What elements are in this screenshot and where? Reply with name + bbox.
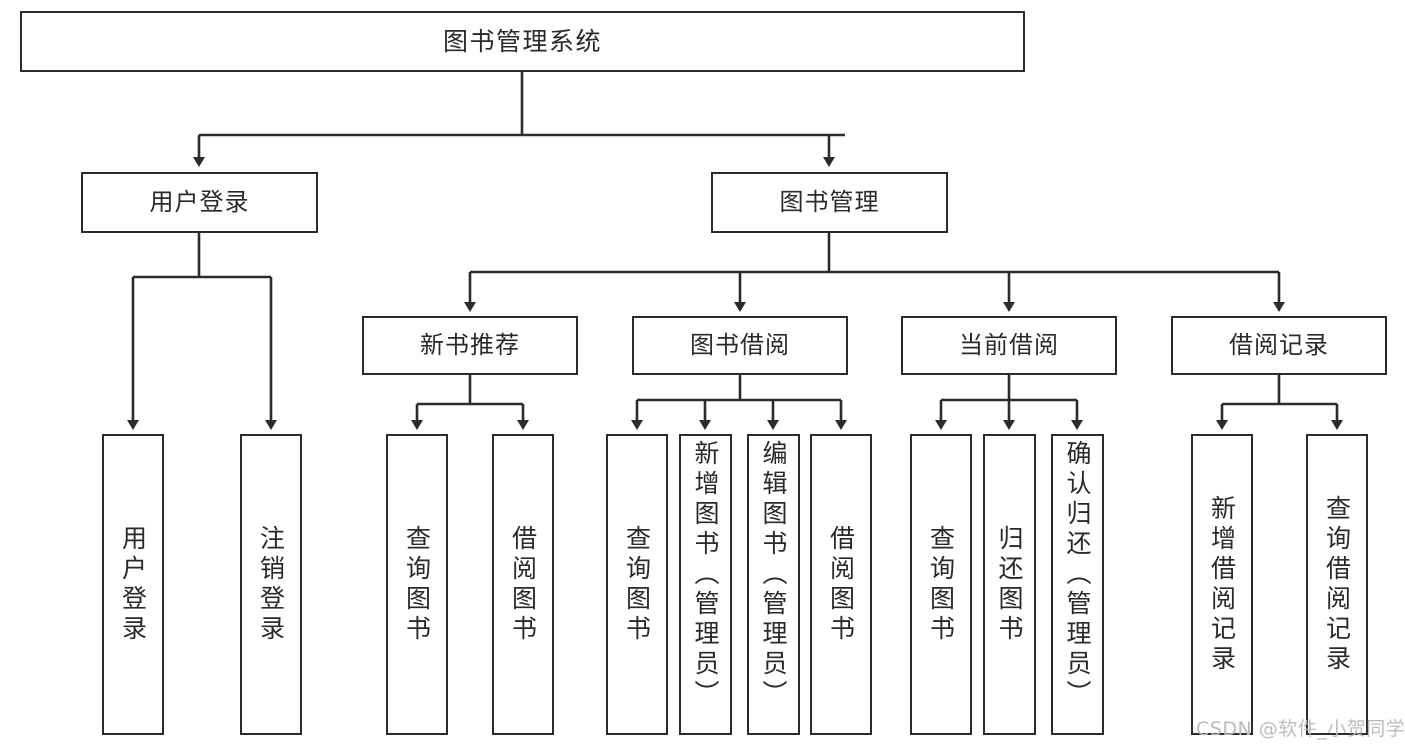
- node-root-book-management-system[interactable]: 图书管理系统: [20, 11, 1025, 72]
- leaf-add-borrow-record[interactable]: 新增借阅记录: [1191, 434, 1253, 735]
- node-label: 图书借阅: [690, 331, 790, 360]
- leaf-query-book-borrow[interactable]: 查询图书: [606, 434, 668, 735]
- leaf-borrow-book-borrow[interactable]: 借阅图书: [810, 434, 872, 735]
- leaf-query-book-current[interactable]: 查询图书: [910, 434, 972, 735]
- csdn-watermark: CSDN @软件_小贺同学: [1196, 718, 1405, 740]
- node-label: 借阅记录: [1229, 331, 1329, 360]
- node-label: 查询图书: [926, 524, 956, 645]
- leaf-user-login[interactable]: 用户登录: [102, 434, 164, 735]
- node-new-book-recommendation[interactable]: 新书推荐: [362, 316, 578, 375]
- node-label: 图书管理系统: [442, 26, 602, 56]
- leaf-add-book-admin[interactable]: 新增图书（管理员）: [679, 434, 732, 735]
- leaf-edit-book-admin[interactable]: 编辑图书（管理员）: [747, 434, 800, 735]
- node-borrowing-records[interactable]: 借阅记录: [1171, 316, 1387, 375]
- node-label: 查询图书: [622, 524, 652, 645]
- leaf-query-book-new[interactable]: 查询图书: [386, 434, 448, 735]
- node-label: 借阅图书: [826, 524, 856, 645]
- node-label: 当前借阅: [959, 331, 1059, 360]
- node-label: 新书推荐: [420, 331, 520, 360]
- node-label: 查询借阅记录: [1322, 494, 1352, 675]
- leaf-confirm-return-admin[interactable]: 确认归还（管理员）: [1051, 434, 1104, 735]
- node-label: 借阅图书: [508, 524, 538, 645]
- node-label: 编辑图书（管理员）: [759, 440, 788, 710]
- node-label: 用户登录: [149, 188, 250, 217]
- node-label: 归还图书: [995, 524, 1024, 645]
- leaf-borrow-book-new[interactable]: 借阅图书: [492, 434, 554, 735]
- node-label: 注销登录: [256, 524, 286, 645]
- node-label: 用户登录: [118, 524, 148, 645]
- node-user-login[interactable]: 用户登录: [81, 172, 318, 233]
- node-label: 图书管理: [779, 188, 880, 217]
- leaf-query-borrow-record[interactable]: 查询借阅记录: [1306, 434, 1368, 735]
- node-current-borrowing[interactable]: 当前借阅: [901, 316, 1117, 375]
- node-label: 确认归还（管理员）: [1063, 440, 1092, 710]
- node-label: 新增借阅记录: [1207, 494, 1237, 675]
- leaf-return-book[interactable]: 归还图书: [983, 434, 1036, 735]
- node-label: 新增图书（管理员）: [691, 440, 720, 710]
- leaf-logout[interactable]: 注销登录: [240, 434, 302, 735]
- node-book-borrowing[interactable]: 图书借阅: [632, 316, 848, 375]
- node-label: 查询图书: [402, 524, 432, 645]
- node-book-management[interactable]: 图书管理: [711, 172, 948, 233]
